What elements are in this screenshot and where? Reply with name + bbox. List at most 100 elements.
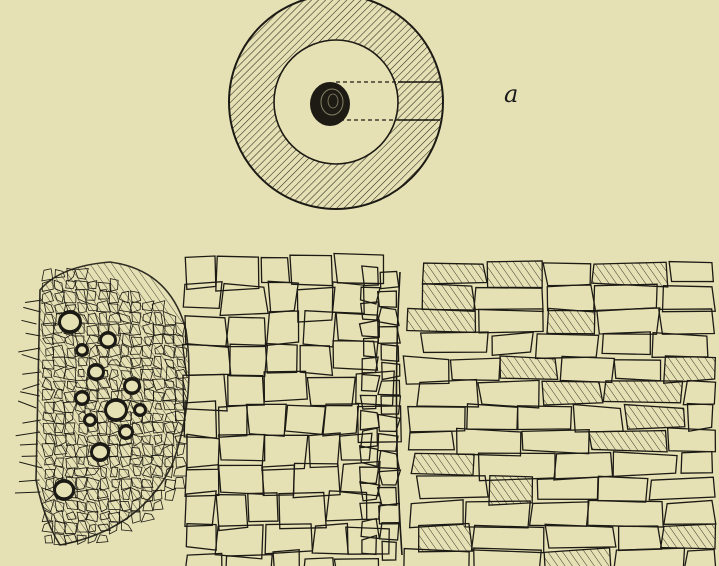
epidermis-cell (684, 550, 716, 566)
vessel-lumen (107, 402, 125, 418)
small-cell (154, 490, 162, 501)
band-cell (360, 446, 378, 467)
root-hair (20, 444, 38, 445)
vessel-lumen (126, 381, 138, 392)
epidermis-cell (474, 288, 543, 312)
cortex-cell (334, 253, 383, 283)
hatched-cell (487, 261, 542, 288)
cortex-cell (248, 493, 278, 522)
epidermis-cell (597, 308, 660, 334)
hatched-cell (411, 453, 474, 475)
epidermis-cell (662, 286, 715, 312)
epidermis-cell (457, 428, 521, 455)
small-cell (174, 477, 184, 488)
band-cell (360, 320, 380, 337)
hatched-cell (422, 284, 475, 310)
hatched-cell (422, 263, 487, 284)
epidermis-cell (543, 263, 591, 286)
band-cell (362, 266, 378, 286)
cortex-cell (302, 558, 335, 566)
epidermis-cell (687, 404, 712, 432)
epidermis-cell (588, 500, 663, 527)
band-cell (360, 467, 379, 483)
epidermis-cell (467, 404, 518, 430)
root-hair (15, 492, 40, 493)
cortex-cell (246, 404, 286, 436)
figure-label: a (504, 80, 518, 108)
cortex-cell (187, 434, 219, 469)
cortex-cell (334, 559, 379, 566)
hatched-cell (661, 524, 716, 549)
vessel-lumen (90, 367, 102, 378)
small-cell (42, 269, 53, 281)
vessel-lumen (56, 483, 72, 497)
cortex-cell (332, 282, 364, 313)
vessel-lumen (61, 314, 79, 330)
cortex-cell (184, 401, 216, 438)
vessel-lumen (102, 335, 114, 346)
vessel-lumen (77, 394, 87, 403)
epidermis-cell (614, 360, 660, 381)
hatched-cell (547, 308, 595, 333)
epidermis-cell (517, 406, 572, 430)
cortex-cell (333, 341, 377, 370)
cortex-cell (285, 405, 325, 434)
hatched-cells (407, 261, 716, 566)
epidermis-cell (598, 476, 648, 502)
epidermis-cell (649, 477, 715, 500)
root-hair (22, 354, 39, 360)
hatched-cell (500, 356, 558, 379)
epidermis-cell (619, 526, 662, 550)
cortex-cell (262, 435, 308, 470)
cortex-cell (323, 404, 359, 436)
cortex-cell (186, 524, 216, 550)
band-cell (378, 307, 399, 325)
epidermis-cell (450, 358, 500, 380)
root-hair (21, 320, 36, 324)
vessel-lumen (136, 406, 144, 413)
epidermis-cell (409, 431, 455, 450)
epidermis-cell (403, 356, 449, 384)
epidermis-cell (478, 380, 539, 408)
epidermis-cell (421, 332, 488, 352)
cortex-cell (297, 287, 335, 322)
epidermis-cell (530, 502, 589, 526)
epidermis-cell (681, 452, 712, 474)
epidermis-cell (573, 405, 623, 432)
cortex-cell (230, 344, 268, 376)
small-cell (141, 513, 154, 522)
cortex-cell (309, 433, 340, 467)
vessel-lumen (121, 428, 131, 437)
epidermis-cell (683, 381, 715, 405)
cortex-cell (183, 345, 231, 376)
band-cell (360, 411, 379, 430)
small-cell (143, 501, 153, 511)
vessel-lumen (78, 346, 86, 353)
root-hair (20, 392, 40, 396)
band-cell (360, 482, 380, 501)
band-cell (361, 428, 378, 448)
tissue-section (15, 253, 716, 566)
cortex-cell (264, 371, 307, 401)
cortex-cell (225, 555, 272, 566)
band-cell (378, 451, 399, 469)
small-cell (174, 466, 187, 476)
cortex-cell (265, 343, 297, 372)
cortex-cell (290, 255, 332, 286)
epidermis-cell (613, 452, 677, 477)
stem-cross-section (229, 0, 443, 209)
epidermis-cell (554, 453, 613, 480)
cortex-cell (228, 375, 264, 406)
vessel-lumen (93, 446, 107, 459)
epidermis-cell (669, 262, 713, 282)
hatched-cell (419, 524, 473, 552)
root-hair (18, 348, 40, 352)
root-hair (26, 333, 41, 336)
epidermis-cell (547, 284, 595, 310)
cortex-cell (303, 311, 336, 347)
cortex-cell (219, 465, 264, 494)
epidermis-cell (594, 284, 657, 311)
cortex-cell (268, 281, 298, 312)
small-cell (45, 535, 53, 543)
